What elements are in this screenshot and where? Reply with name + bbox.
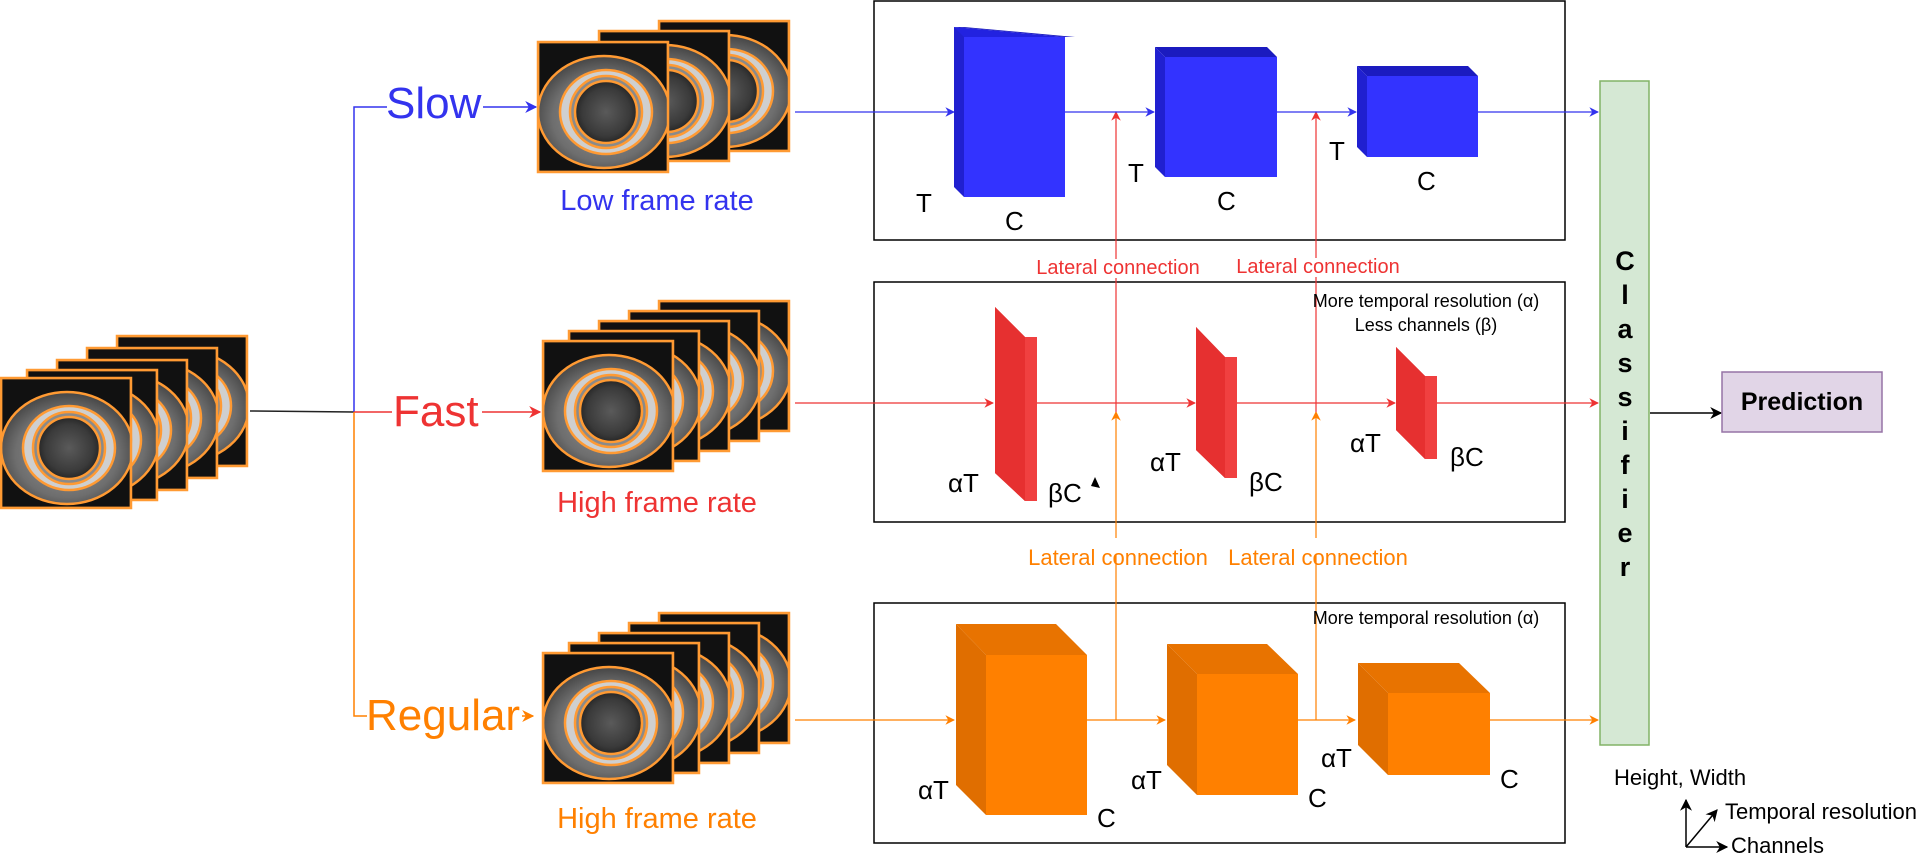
fast-block-2-c: βC [1249,467,1283,497]
slow-block-1-t: T [916,188,932,218]
regular-block-1-c: C [1097,803,1116,833]
regular-pathway-label: Regular [366,691,520,740]
slow-block-2-c: C [1217,186,1236,216]
classifier-letter: C [1615,246,1635,276]
cursor-icon [1091,477,1100,488]
prediction-box [1721,371,1883,433]
classifier-letter: i [1621,416,1629,446]
fast-block-1 [995,307,1037,501]
slow-block-3 [1357,66,1478,157]
slow-block-2 [1155,47,1277,177]
fast-block-1-t: αT [948,468,979,498]
regular-block-3 [1358,663,1490,775]
lateral-connection-lines [1111,111,1321,720]
fast-note-temporal: More temporal resolution (α) [1313,291,1540,311]
fast-pathway-panel [873,281,1566,523]
lateral-label-slow-fast-1: Lateral connection [1036,257,1199,279]
regular-block-1-t: αT [918,775,949,805]
regular-block-3-c: C [1500,764,1519,794]
regular-block-2-t: αT [1131,765,1162,795]
fast-block-3-t: αT [1350,428,1381,458]
regular-frame-stack [541,611,791,785]
fast-frame-stack [541,299,791,473]
fast-note-channels: Less channels (β) [1355,315,1497,335]
slow-frame-rate-label: Low frame rate [560,185,753,217]
regular-block-1 [956,624,1087,815]
classifier-letter: s [1617,348,1632,378]
fast-block-3 [1396,347,1437,459]
input-frame-stack [0,334,249,510]
lateral-label-fast-reg-2: Lateral connection [1228,545,1408,570]
regular-note-temporal: More temporal resolution (α) [1313,608,1540,628]
slow-block-1-c: C [1005,206,1024,236]
fast-frame-rate-label: High frame rate [557,487,757,519]
classifier-letter: r [1620,552,1631,582]
axes-legend: Height, Width Temporal resolution Channe… [1614,765,1917,856]
regular-block-2 [1167,644,1298,795]
slow-pathway-panel [873,0,1566,241]
slow-block-3-c: C [1417,166,1436,196]
prediction-label: Prediction [1741,388,1863,416]
axes-legend-y-label: Height, Width [1614,765,1746,790]
slow-block-3-t: T [1329,136,1345,166]
slow-pathway-label: Slow [386,79,482,128]
classifier-box [1599,80,1650,746]
classifier-letter: l [1621,280,1629,310]
fast-block-1-c: βC [1048,478,1082,508]
splitter-lines [249,106,392,717]
lateral-label-slow-fast-2: Lateral connection [1236,256,1399,278]
axes-legend-x-label: Channels [1731,833,1824,856]
regular-block-2-c: C [1308,783,1327,813]
classifier-letter: a [1617,314,1633,344]
classifier-letter: e [1617,518,1632,548]
regular-frame-rate-label: High frame rate [557,803,757,835]
classifier-letter: s [1617,382,1632,412]
classifier-letter: i [1621,484,1629,514]
classifier-label: C l a s s i f i e r [1615,246,1635,582]
fast-block-2 [1196,327,1237,478]
regular-block-3-t: αT [1321,743,1352,773]
slow-block-1 [954,27,1075,197]
fast-block-3-c: βC [1450,442,1484,472]
classifier-letter: f [1621,450,1631,480]
lateral-label-fast-reg-1: Lateral connection [1028,545,1208,570]
axes-legend-z-label: Temporal resolution [1725,799,1917,824]
fast-block-2-t: αT [1150,447,1181,477]
slow-block-2-t: T [1128,158,1144,188]
regular-pathway-panel [873,602,1566,844]
slow-frame-stack [536,19,791,174]
fast-pathway-label: Fast [393,387,479,436]
